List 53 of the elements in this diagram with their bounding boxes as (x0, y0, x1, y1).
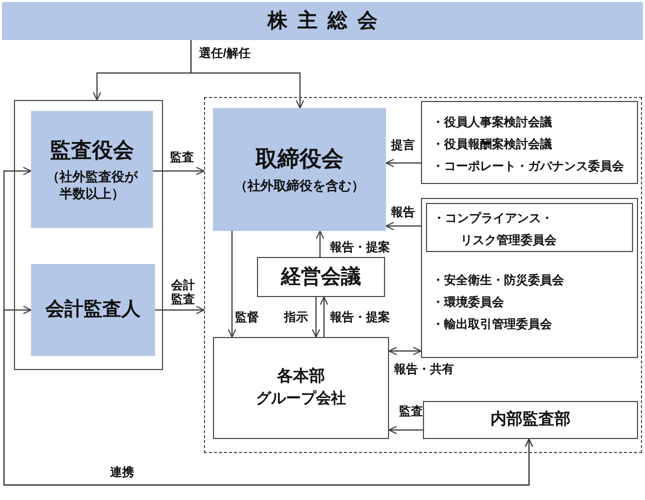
arrow (320, 296, 328, 337)
dashed-container (204, 97, 642, 453)
node-title: グループ会社 (256, 389, 346, 409)
list-box (421, 101, 638, 184)
header-band (2, 2, 643, 40)
list-item: ・役員人事案検討会議 (432, 114, 553, 130)
edge-label: 選任/解任 (199, 46, 250, 60)
node-title: 内部監査部 (490, 409, 570, 430)
arrow (312, 297, 320, 338)
process-box (31, 264, 155, 356)
node-note: （社外取締役を含む） (234, 177, 364, 194)
arrow (155, 306, 205, 314)
process-box (213, 337, 389, 439)
list-item: ・役員報酬案検討会議 (432, 136, 553, 152)
list-item: ・安全衛生・防災委員会 (432, 272, 564, 288)
arrow (228, 231, 236, 338)
list-box (421, 198, 638, 358)
double-arrow (388, 346, 422, 356)
edge-label: 監督 (235, 310, 259, 324)
edge-label: 報告・提案 (330, 240, 390, 254)
list-item: ・環境委員会 (432, 294, 505, 310)
arrow (385, 158, 421, 168)
group-box (14, 100, 163, 370)
process-box (257, 257, 385, 297)
node-title: 監査役会 (50, 138, 134, 164)
edge-label: 報告・提案 (330, 310, 390, 324)
node-title: 取締役会 (256, 145, 344, 173)
edge-label: 報告・共有 (394, 362, 454, 376)
edge-label: 指示 (284, 310, 308, 324)
node-title: 各本部 (277, 366, 325, 387)
arrow (316, 230, 324, 257)
node-title: 会計監査人 (46, 298, 140, 322)
list-item: ・輸出取引管理委員会 (432, 316, 553, 332)
arrow (385, 222, 421, 230)
edge-label: 監査 (170, 150, 194, 164)
edge-label: 報告 (391, 205, 415, 219)
band-title: 株主総会 (268, 9, 388, 33)
arrow (388, 426, 423, 434)
arrow (153, 166, 205, 176)
node-note: （社外監査役が半数以上） (45, 168, 139, 202)
list-item: ・コーポレート・ガバナンス委員会 (432, 158, 624, 174)
node-title: 経営会議 (281, 264, 361, 290)
arrow (190, 40, 304, 109)
edge-label: 提言 (391, 138, 415, 152)
process-box (423, 401, 638, 439)
list-item: ・コンプライアンス・リスク管理委員会 (433, 210, 557, 249)
edge-label: 連携 (110, 465, 134, 479)
inner-box (426, 203, 633, 252)
double-arrow (3, 306, 534, 486)
edge-label: 会計監査 (171, 278, 195, 306)
edge-label: 監査 (399, 404, 423, 418)
process-box (213, 108, 386, 231)
process-box (31, 111, 153, 228)
